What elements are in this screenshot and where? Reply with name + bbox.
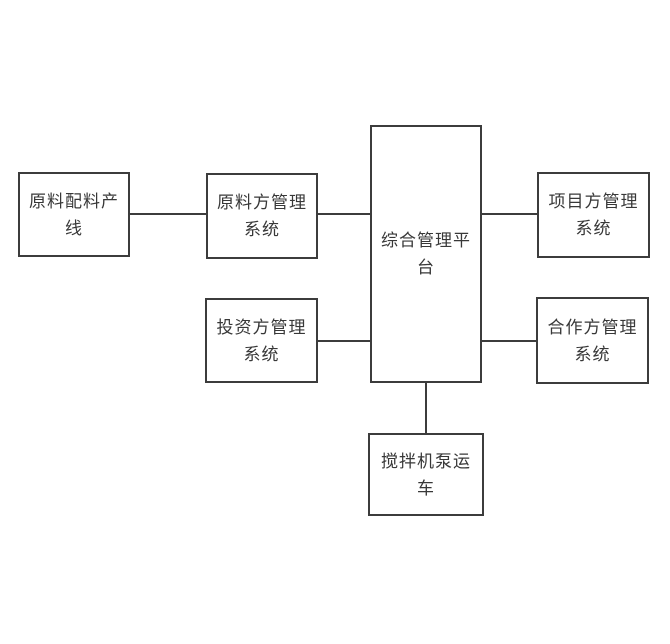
node-raw-material-line-label: 原料配料产线	[29, 191, 119, 238]
node-project-system: 项目方管理系统	[537, 172, 650, 258]
node-platform: 综合管理平台	[370, 125, 482, 383]
node-investor-system-label: 投资方管理系统	[216, 317, 307, 364]
node-partner-system-label: 合作方管理系统	[547, 317, 638, 364]
node-raw-material-system-label: 原料方管理系统	[217, 193, 307, 239]
node-project-system-label: 项目方管理系统	[548, 192, 639, 238]
node-mixer-pump-truck-label: 搅拌机泵运车	[381, 451, 471, 498]
node-platform-label: 综合管理平台	[381, 231, 471, 277]
node-mixer-pump-truck: 搅拌机泵运车	[368, 433, 484, 516]
connector-platform-to-project-system	[480, 213, 537, 215]
connector-platform-to-partner-system	[480, 340, 536, 342]
node-raw-material-system: 原料方管理系统	[206, 173, 318, 259]
node-investor-system: 投资方管理系统	[205, 298, 318, 383]
connector-platform-to-mixer-pump-truck	[425, 381, 427, 433]
node-raw-material-line: 原料配料产线	[18, 172, 130, 257]
node-partner-system: 合作方管理系统	[536, 297, 649, 384]
connector-raw-material-system-to-platform	[316, 213, 370, 215]
connector-raw-material-line-to-raw-material-system	[130, 213, 206, 215]
connector-investor-system-to-platform	[316, 340, 370, 342]
